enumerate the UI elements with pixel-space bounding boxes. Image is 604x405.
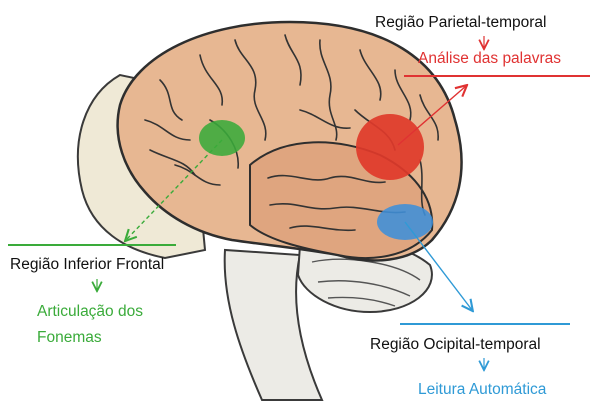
inferior-frontal-region-label: Região Inferior Frontal — [10, 256, 164, 275]
inferior-frontal-function-label-line2: Fonemas — [37, 329, 102, 348]
inferior-frontal-area — [199, 120, 245, 156]
occipital-temporal-function-label: Leitura Automática — [418, 381, 546, 400]
parietal-temporal-region-label: Região Parietal-temporal — [375, 14, 546, 33]
parietal-temporal-area — [356, 114, 424, 180]
parietal-temporal-function-label: Análise das palavras — [418, 50, 561, 69]
inferior-frontal-function-label-line1: Articulação dos — [37, 303, 143, 322]
occipital-temporal-region-label: Região Ocipital-temporal — [370, 336, 541, 355]
